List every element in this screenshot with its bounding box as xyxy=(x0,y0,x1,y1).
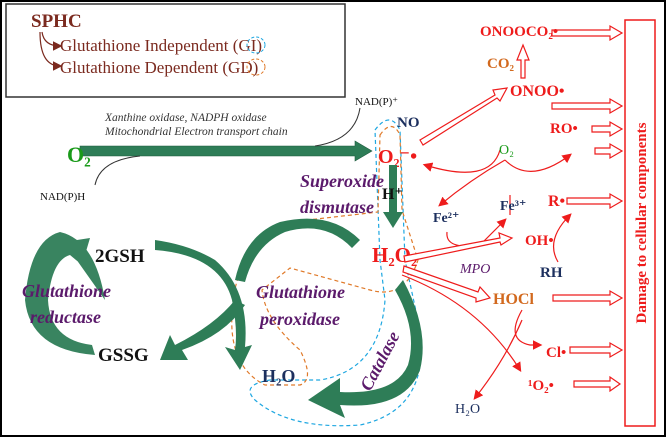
enzyme-source-line2: Mitochondrial Electron transport chain xyxy=(104,126,288,138)
gr-label-line2: reductase xyxy=(30,307,101,327)
o2-small-label: O₂ xyxy=(499,143,514,158)
gssg-label: GSSG xyxy=(98,345,149,366)
h2o-right-label: H₂O xyxy=(455,402,480,417)
o2-to-fe2-arrow xyxy=(438,159,506,207)
sod-label-line2: dismutase xyxy=(300,197,374,217)
no-label: NO xyxy=(397,115,420,131)
mpo-label: MPO xyxy=(459,262,490,277)
singlet-o2-label: ¹O₂• xyxy=(528,378,554,394)
fe3-label: Fe³⁺ xyxy=(500,199,526,214)
oh-label: OH• xyxy=(525,233,554,249)
sod-label-line1: Superoxide xyxy=(300,171,384,191)
legend-item-gi: Glutathione Independent (GI) xyxy=(60,36,262,55)
legend-arrow xyxy=(39,31,63,71)
catalase-arrow xyxy=(308,280,423,418)
hocl-to-cl-arrow xyxy=(514,309,543,350)
h-plus-label: H⁺ xyxy=(382,186,403,203)
co2-label: CO₂ xyxy=(487,56,515,72)
r-label: R• xyxy=(548,193,565,210)
cl-label: Cl• xyxy=(546,345,566,361)
gpx-to-gssg-arrow xyxy=(160,300,245,360)
gsh-to-gpx-arrow xyxy=(155,240,252,370)
rh-to-r-arrow xyxy=(552,213,572,263)
h2o2-to-gpx-arrow xyxy=(235,218,360,282)
gd-swatch xyxy=(246,58,266,76)
enzyme-source-line1: Xanthine oxidase, NADPH oxidase xyxy=(104,112,267,124)
gr-cycle-arrow xyxy=(25,232,105,355)
damage-arrow xyxy=(569,341,624,359)
damage-box xyxy=(624,19,656,427)
onooco2-label: ONOOCO₂• xyxy=(480,24,558,40)
sod-arrow xyxy=(383,165,403,228)
damage-arrow xyxy=(573,375,622,393)
fe-to-superoxide-arrow xyxy=(422,149,501,173)
nadp-plus-label: NAD(P)⁺ xyxy=(355,96,398,108)
nadp-curve xyxy=(314,107,361,147)
rh-label: RH xyxy=(540,265,563,281)
hocl-to-h2o-arrow xyxy=(473,319,523,400)
gsh-label: 2GSH xyxy=(95,246,145,267)
legend-item-gd: Glutathione Dependent (GD) xyxy=(60,58,258,77)
superoxide-to-onoo-arrow xyxy=(419,87,509,146)
nadph-curve xyxy=(94,155,141,186)
gpx-label-line2: peroxidase xyxy=(258,309,340,329)
ro-label: RO• xyxy=(550,121,578,137)
fe2-label: Fe²⁺ xyxy=(433,211,459,226)
h2o2-to-singlet-o2-arrow xyxy=(401,274,522,373)
onoo-to-onooco2-arrow xyxy=(516,43,530,79)
legend: SPHC Glutathione Independent (GI) Glutat… xyxy=(5,3,346,98)
h2o-center-label: H₂O xyxy=(262,366,295,386)
damage-arrow xyxy=(566,192,624,210)
h2o2-to-hocl-arrow xyxy=(402,265,492,303)
damage-arrow xyxy=(551,97,624,115)
superoxide-label: O₂⁻• xyxy=(378,146,417,168)
damage-arrow xyxy=(591,120,624,138)
o2-to-ro-arrow xyxy=(504,153,572,172)
nadph-label: NAD(P)H xyxy=(40,191,85,203)
gr-label-line1: Glutathione xyxy=(22,281,111,301)
legend-title: SPHC xyxy=(31,11,82,32)
damage-arrow xyxy=(552,289,624,307)
onoo-label: ONOO• xyxy=(510,83,565,100)
damage-arrow xyxy=(594,142,624,160)
gi-swatch xyxy=(246,36,266,54)
o2-label: O₂ xyxy=(67,142,91,167)
hocl-label: HOCl xyxy=(493,291,534,308)
h2o2-to-oh-arrow xyxy=(403,232,514,263)
damage-label: Damage to cellular components xyxy=(634,122,650,323)
legend-arrow xyxy=(41,31,63,51)
o2-to-superoxide-arrow xyxy=(79,140,373,162)
gpx-label-line1: Glutathione xyxy=(256,282,345,302)
damage-arrow xyxy=(551,24,624,42)
